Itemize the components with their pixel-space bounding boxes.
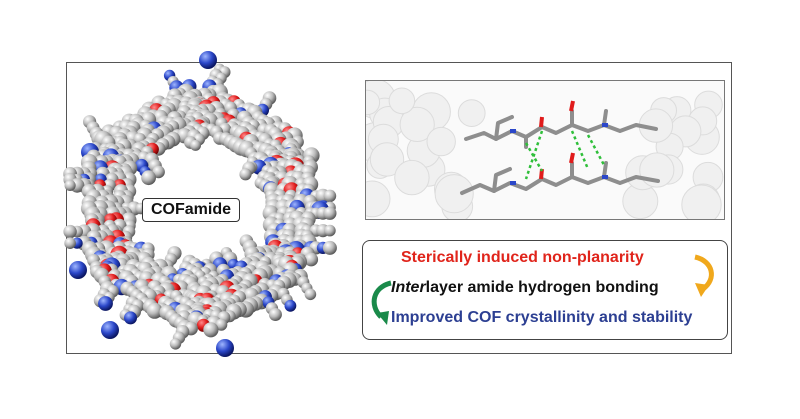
nitrogen-atom	[98, 296, 113, 311]
background-sphere	[366, 180, 391, 218]
nitrogen-atom	[124, 311, 137, 325]
carbon-atom	[323, 206, 337, 220]
steric-nonplanarity-text: Sterically induced non-planarity	[401, 249, 644, 266]
background-sphere	[369, 142, 405, 177]
background-sphere	[434, 174, 474, 214]
background-sphere	[394, 159, 430, 196]
interlayer-inset	[365, 80, 725, 220]
background-sphere	[681, 184, 722, 219]
nitrogen-atom	[69, 261, 87, 279]
background-sphere	[366, 89, 381, 116]
interlayer-model	[366, 81, 724, 219]
nitrogen-atom	[199, 51, 217, 69]
carbon-atom	[322, 240, 337, 255]
carbon-atom	[304, 252, 319, 267]
stick-model-top	[464, 109, 658, 149]
orange-curved-arrow-icon	[694, 254, 714, 297]
background-sphere	[426, 126, 456, 157]
carbon-atom	[268, 308, 282, 321]
carbon-atom	[64, 179, 76, 191]
heteroatoms	[510, 100, 608, 185]
carbon-atom	[323, 189, 337, 203]
carbon-atom	[239, 168, 252, 181]
carbon-atom	[190, 139, 201, 151]
cof-atoms	[63, 51, 337, 357]
carbon-atom	[146, 302, 163, 319]
carbon-atom	[304, 288, 317, 301]
background-sphere	[457, 99, 486, 127]
improved-cof-text: Improved COF crystallinity and stability	[391, 309, 693, 326]
cofamide-label: COFamide	[142, 198, 241, 222]
carbon-atom	[64, 237, 76, 249]
interlayer-hbond-text: Interlayer amide hydrogen bonding	[391, 279, 659, 297]
hydrogen-bonds	[524, 130, 606, 180]
carbon-atom	[203, 322, 219, 338]
carbon-atom	[63, 224, 77, 239]
nitrogen-atom	[284, 299, 297, 312]
background-sphere	[399, 106, 435, 143]
summary-box: Sterically induced non-planarity Interla…	[362, 240, 728, 340]
stick-model-bottom	[460, 161, 660, 195]
inter-italic: Inter	[391, 279, 426, 296]
carbon-atom	[169, 338, 182, 350]
background-sphere	[388, 87, 416, 115]
carbon-atom	[324, 224, 336, 237]
nitrogen-atom	[101, 321, 119, 339]
green-curved-arrow-icon	[371, 280, 392, 325]
background-spheres	[366, 81, 724, 219]
nitrogen-atom	[216, 339, 234, 357]
layer-amide-text: layer amide hydrogen bonding	[425, 279, 659, 296]
carbon-atom	[215, 318, 228, 331]
carbon-atom	[141, 170, 157, 186]
